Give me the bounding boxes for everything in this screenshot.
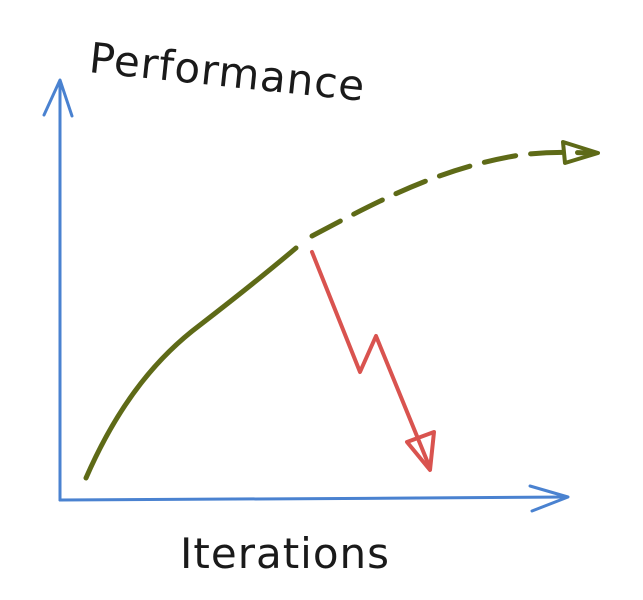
y-axis-label: Performance [87, 33, 368, 111]
drop-arrow-arrowhead [405, 430, 436, 472]
x-axis-line [58, 495, 569, 502]
performance-curve [83, 140, 600, 481]
x-axis-arrowhead [528, 484, 570, 513]
drop-arrow-zigzag [310, 250, 432, 470]
curve-solid-segment [83, 245, 299, 481]
performance-drop-arrow [310, 250, 436, 472]
y-axis-arrowhead [42, 78, 74, 118]
curve-dashed-segment [309, 149, 593, 239]
x-axis-label: Iterations [180, 529, 390, 578]
curve-arrowhead [561, 140, 600, 165]
axes [42, 78, 570, 513]
